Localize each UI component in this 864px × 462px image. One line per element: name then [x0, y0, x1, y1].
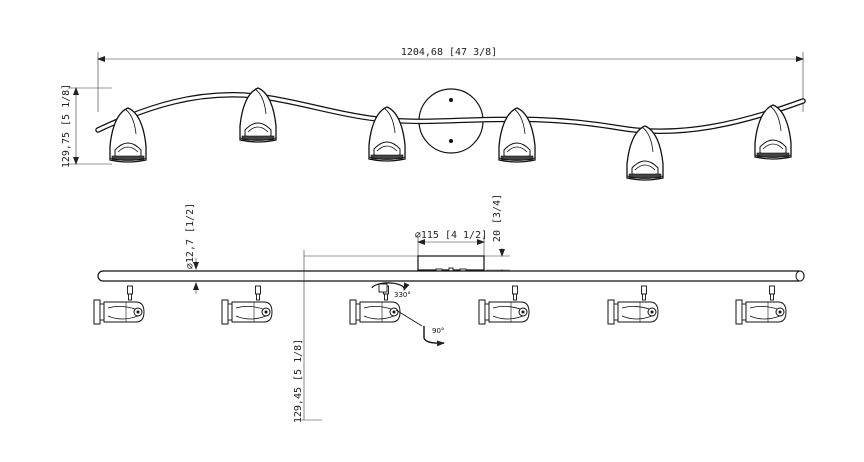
front-height-dimension: 129,75 [5 1/8] [61, 84, 112, 168]
side-height-dimension: 129,45 [5 1/8] [293, 250, 322, 423]
front-shade [498, 107, 536, 163]
side-head [221, 285, 273, 325]
front-height-label: 129,75 [5 1/8] [61, 84, 72, 168]
straight-bar [97, 270, 805, 282]
side-view: ⌀115 [4 1/2] 20 [3/4] ⌀12,7 [1/2] [93, 194, 805, 423]
side-head [607, 285, 659, 325]
overall-width-label: 1204,68 [47 3/8] [401, 47, 497, 58]
front-view: 1204,68 [47 3/8] 129,75 [5 1/8] [61, 47, 806, 181]
bar-diameter-label: ⌀12,7 [1/2] [185, 203, 196, 269]
canopy-depth-label: 20 [3/4] [492, 194, 503, 242]
side-head [478, 285, 530, 325]
bar-diameter-dimension: ⌀12,7 [1/2] [185, 203, 199, 294]
front-shade [626, 125, 664, 181]
front-shade [109, 107, 147, 163]
side-head [93, 285, 145, 325]
side-height-label: 129,45 [5 1/8] [293, 339, 304, 423]
side-head [349, 285, 401, 325]
canopy-diameter-label: ⌀115 [4 1/2] [415, 230, 487, 241]
side-head [735, 285, 787, 325]
vertical-rotation-annotation: 90° [395, 309, 445, 347]
rotation-90-label: 90° [432, 327, 444, 335]
horizontal-rotation-annotation: 330° [371, 282, 411, 299]
rotation-330-label: 330° [394, 291, 411, 299]
canopy-diameter-dimension: ⌀115 [4 1/2] [415, 230, 487, 258]
front-shade [368, 106, 406, 162]
